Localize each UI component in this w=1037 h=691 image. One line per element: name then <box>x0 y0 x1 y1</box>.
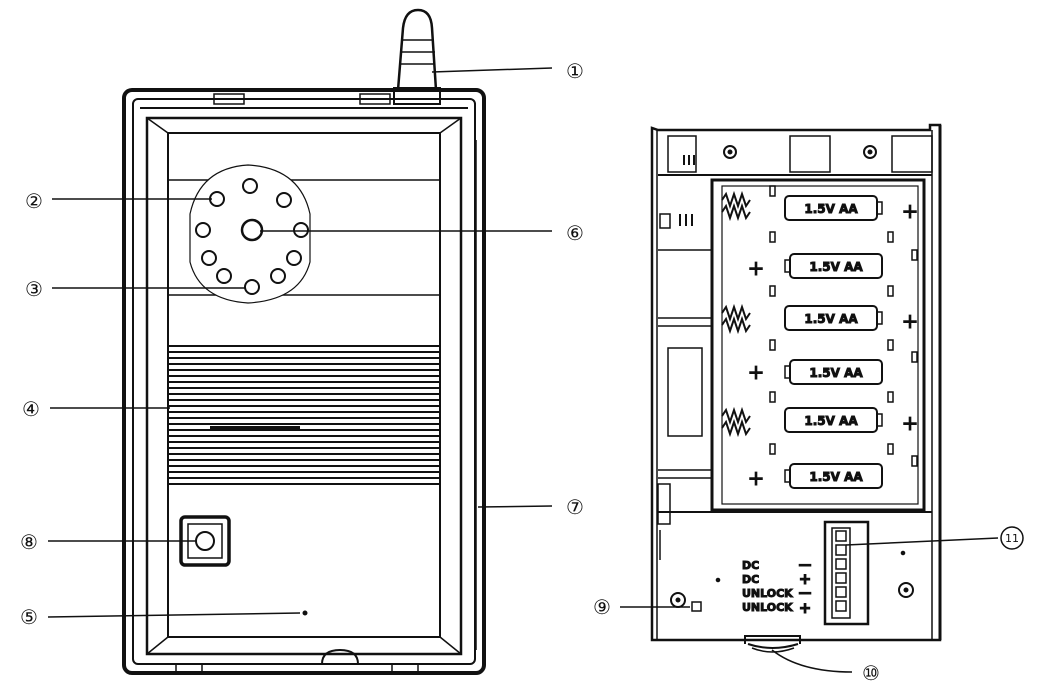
battery-cell-label: 1.5V AA <box>804 414 858 428</box>
cable-entry <box>744 635 801 653</box>
battery-cell: 1.5V AA <box>784 195 883 221</box>
battery-cell: 1.5V AA <box>784 463 883 489</box>
callout-1: ① <box>566 59 584 83</box>
battery-cell-label: 1.5V AA <box>804 202 858 216</box>
battery-cell: 1.5V AA <box>784 359 883 385</box>
back-view: 1.5V AA 1.5V AA 1.5V AA 1.5V AA 1.5V AA … <box>650 123 942 653</box>
callout-lines <box>47 67 999 673</box>
callout-3: ③ <box>25 277 43 301</box>
terminal-labels: DC DC UNLOCK UNLOCK — + — + <box>742 558 813 618</box>
terminal-label: DC <box>742 559 759 572</box>
callout-10: ⑩ <box>862 661 880 685</box>
terminal-block <box>823 520 870 626</box>
battery-cell-label: 1.5V AA <box>809 470 863 484</box>
plus-sign: + <box>902 199 919 223</box>
face-plate <box>167 132 441 638</box>
plus-sign: + <box>748 256 765 280</box>
front-housing <box>122 88 486 675</box>
terminal-label: UNLOCK <box>742 587 793 600</box>
battery-cell: 1.5V AA <box>784 407 883 433</box>
terminal-label: UNLOCK <box>742 601 793 614</box>
terminal-polarity: + <box>799 570 812 588</box>
callout-2: ② <box>25 189 43 213</box>
terminal-polarity: — <box>799 586 812 601</box>
terminal-label: DC <box>742 573 759 586</box>
battery-cell-label: 1.5V AA <box>809 260 863 274</box>
battery-cell: 1.5V AA <box>784 305 883 331</box>
callout-8: ⑧ <box>20 530 38 554</box>
plus-sign: + <box>902 309 919 333</box>
terminal-polarity: — <box>799 558 812 573</box>
battery-cell-label: 1.5V AA <box>804 312 858 326</box>
ribbed-band <box>168 345 440 485</box>
callout-numbers: ① ② ③ ④ ⑤ ⑥ ⑦ ⑧ ⑨ ⑩ 11 <box>20 59 1024 685</box>
plus-sign: + <box>748 360 765 384</box>
battery-compartment <box>710 178 926 512</box>
mic-hole <box>302 610 308 616</box>
plus-sign: + <box>748 466 765 490</box>
callout-6: ⑥ <box>566 221 584 245</box>
callout-7: ⑦ <box>566 495 584 519</box>
callout-9: ⑨ <box>593 595 611 619</box>
battery-cell: 1.5V AA <box>784 253 883 279</box>
mode-switch <box>691 601 702 612</box>
battery-cell-label: 1.5V AA <box>809 366 863 380</box>
speaker-grille <box>189 164 311 304</box>
battery-springs <box>721 190 751 438</box>
callout-4: ④ <box>22 397 40 421</box>
callout-11-ring <box>1000 526 1024 550</box>
callout-5: ⑤ <box>20 605 38 629</box>
callout-11: 11 <box>1005 532 1019 545</box>
plus-sign: + <box>902 411 919 435</box>
front-view <box>122 8 486 675</box>
terminal-polarity: + <box>799 599 812 617</box>
